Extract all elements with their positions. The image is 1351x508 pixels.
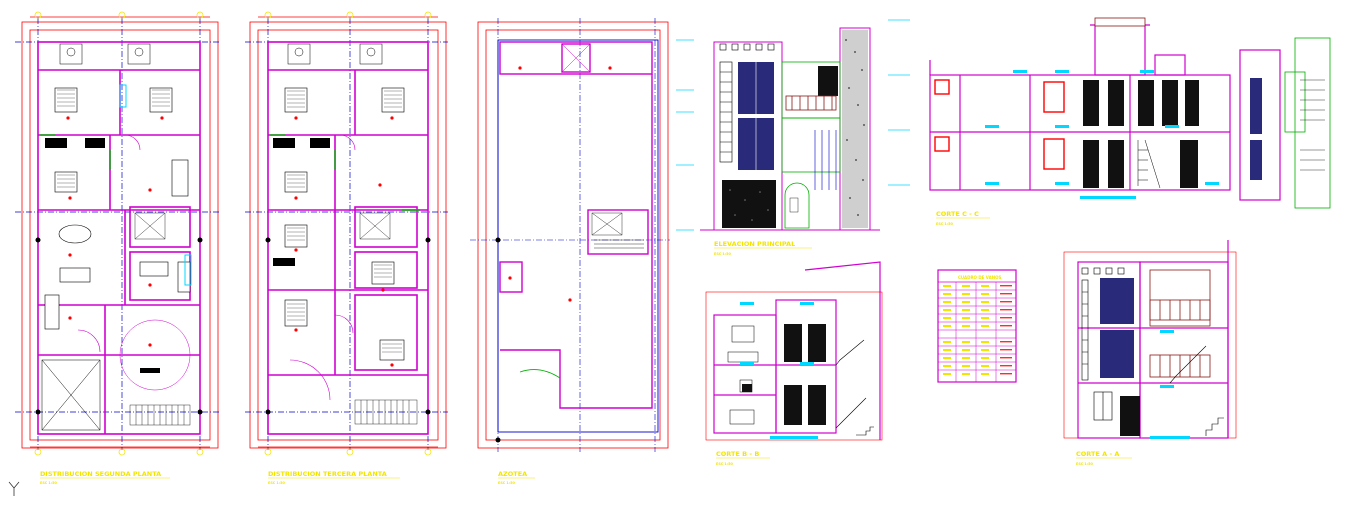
plan-third-scale: ESC 1:50: [268, 481, 286, 485]
schedule-title: CUADRO DE VANOS: [958, 275, 1001, 280]
section-bb: CORTE B - B ESC 1:50: [705, 261, 883, 466]
section-bb-scale: ESC 1:50: [716, 462, 734, 466]
plan-second-scale: ESC 1:50: [40, 481, 58, 485]
section-bb-title: CORTE B - B: [716, 450, 759, 458]
section-aa: CORTE A - A ESC 1:50: [1063, 240, 1237, 466]
section-cc-title: CORTE C - C: [936, 210, 979, 218]
roof-title: AZOTEA: [498, 470, 527, 478]
roof-plan: AZOTEA ESC 1:50: [470, 18, 670, 485]
plan-third-title: DISTRIBUCION TERCERA PLANTA: [268, 470, 387, 478]
openings-schedule-table: CUADRO DE VANOS: [937, 269, 1017, 383]
section-cc: CORTE C - C ESC 1:50: [888, 17, 1331, 226]
plan-second-floor: DISTRIBUCION SEGUNDA PLANTA ESC 1:50: [15, 11, 220, 485]
section-cc-scale: ESC 1:50: [936, 222, 954, 226]
section-aa-scale: ESC 1:50: [1076, 462, 1094, 466]
main-elevation: ELEVACION PRINCIPAL ESC 1:50: [676, 27, 880, 256]
section-aa-title: CORTE A - A: [1076, 450, 1119, 458]
ucs-y-axis-icon: [8, 481, 20, 496]
plan-third-floor: DISTRIBUCION TERCERA PLANTA ESC 1:50: [245, 11, 448, 485]
elevation-title: ELEVACION PRINCIPAL: [714, 240, 795, 248]
plan-second-title: DISTRIBUCION SEGUNDA PLANTA: [40, 470, 161, 478]
elevation-scale: ESC 1:50: [714, 252, 732, 256]
roof-scale: ESC 1:50: [498, 481, 516, 485]
